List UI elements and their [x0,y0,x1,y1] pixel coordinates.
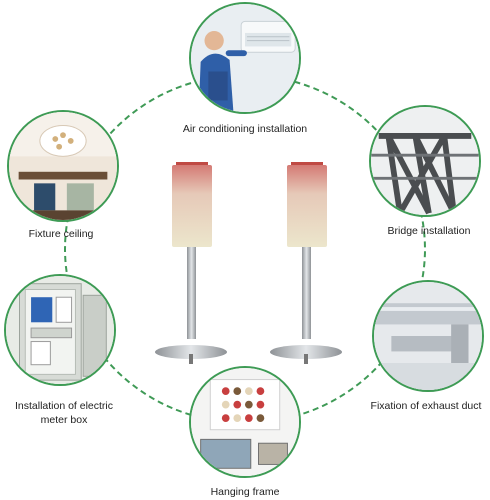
steel-bridge-icon [371,107,479,215]
anchor-right [270,162,342,364]
air-conditioning-bubble [189,2,301,114]
electric-meter-bubble [4,274,116,386]
air-conditioning-label: Air conditioning installation [182,123,308,135]
bridge-bubble [369,105,481,217]
meter-box-icon [6,276,114,384]
bridge-label: Bridge installation [387,225,471,237]
fixture-ceiling-bubble [7,110,119,222]
duct-pipes-icon [374,282,482,390]
electric-meter-label: Installation of electric meter box [2,399,126,427]
exhaust-duct-bubble [372,280,484,392]
electric-meter-label-line2: meter box [40,414,88,427]
hanging-frame-bubble [189,366,301,478]
fixture-ceiling-label: Fixture ceiling [28,228,94,240]
hanging-frame-label: Hanging frame [210,486,280,498]
electric-meter-label-line1: Installation of electric [14,400,114,412]
anchor-left [155,162,227,364]
chandelier-room-icon [9,112,117,220]
wall-frames-icon [191,368,299,476]
exhaust-duct-label: Fixation of exhaust duct [370,400,482,412]
technician-ac-unit-icon [191,4,299,112]
